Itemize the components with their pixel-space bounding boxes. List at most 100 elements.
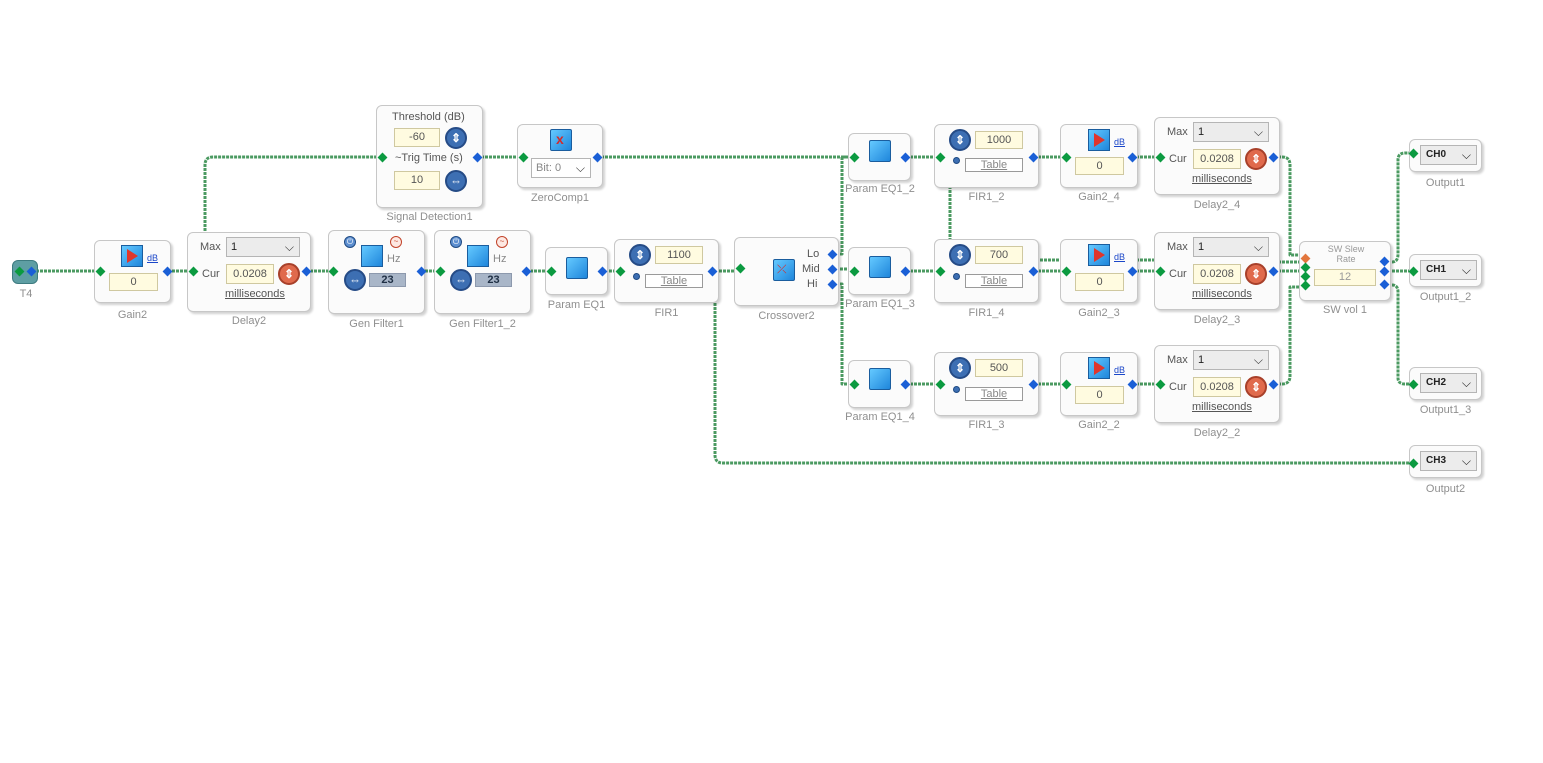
unit-link[interactable]: milliseconds (1192, 173, 1252, 185)
channel-dropdown[interactable]: CH2 ⌵ (1420, 373, 1477, 393)
fir-taps-value[interactable]: 700 (975, 246, 1023, 264)
db-unit-link[interactable]: dB (1114, 365, 1126, 375)
param-eq-icon[interactable] (869, 140, 891, 162)
gen-filter1-block[interactable]: ⏻ ~ Hz ⇔ 23 (328, 230, 425, 314)
filter-curve-icon[interactable] (361, 245, 383, 267)
gain2-4-block[interactable]: dB 0 (1060, 124, 1138, 188)
gain-triangle-icon[interactable] (1088, 357, 1110, 379)
gain-value[interactable]: 0 (109, 273, 158, 291)
cur-value[interactable]: 0.0208 (1193, 377, 1241, 397)
fir-table-button[interactable]: Table (965, 387, 1023, 401)
param-eq-icon[interactable] (566, 257, 588, 279)
delay2-2-block[interactable]: Max 1 ⌵ Cur 0.0208 ⇕ milliseconds (1154, 345, 1280, 423)
channel-dropdown[interactable]: CH0 ⌵ (1420, 145, 1477, 165)
db-unit-link[interactable]: dB (1114, 137, 1126, 147)
threshold-value[interactable]: -60 (394, 128, 440, 147)
gain-value[interactable]: 0 (1075, 157, 1124, 175)
output1-2-block[interactable]: CH1 ⌵ (1409, 254, 1482, 287)
gain-value[interactable]: 0 (1075, 386, 1124, 404)
fir-select-dot-icon[interactable] (953, 157, 960, 164)
unit-link[interactable]: milliseconds (1192, 401, 1252, 413)
gain-triangle-icon[interactable] (1088, 129, 1110, 151)
max-dropdown[interactable]: 1 ⌵ (226, 237, 300, 257)
fir-taps-value[interactable]: 500 (975, 359, 1023, 377)
gain-value[interactable]: 0 (1075, 273, 1124, 291)
wire-delay24-swvol[interactable] (1274, 155, 1306, 257)
channel-dropdown[interactable]: CH3 ⌵ (1420, 451, 1477, 471)
fir-taps-knob-icon[interactable]: ⇕ (629, 244, 651, 266)
max-dropdown[interactable]: 1 ⌵ (1193, 122, 1269, 142)
db-unit-link[interactable]: dB (1114, 252, 1126, 262)
wire-swvol-output1[interactable] (1384, 151, 1413, 264)
delay-knob-icon[interactable]: ⇕ (1245, 263, 1267, 285)
fir-taps-value[interactable]: 1000 (975, 131, 1023, 149)
crossover-icon[interactable]: ⤫ (773, 259, 795, 281)
fir-select-dot-icon[interactable] (953, 273, 960, 280)
wire-branch-signal-detection[interactable] (203, 155, 381, 271)
fir-table-button[interactable]: Table (965, 158, 1023, 172)
delay-knob-icon[interactable]: ⇕ (1245, 148, 1267, 170)
sine-wave-icon[interactable]: ~ (496, 236, 508, 248)
unit-link[interactable]: milliseconds (225, 288, 285, 300)
fir1-3-label: FIR1_3 (968, 419, 1005, 431)
fir-table-button[interactable]: Table (645, 274, 703, 288)
frequency-knob-icon[interactable]: ⇔ (450, 269, 472, 291)
fir1-2-block[interactable]: ⇕ 1000 Table (934, 124, 1039, 188)
frequency-value[interactable]: 23 (475, 273, 512, 287)
fir1-block[interactable]: ⇕ 1100 Table (614, 239, 719, 303)
output1-block[interactable]: CH0 ⌵ (1409, 139, 1482, 172)
delay2-4-block[interactable]: Max 1 ⌵ Cur 0.0208 ⇕ milliseconds (1154, 117, 1280, 195)
unit-link[interactable]: milliseconds (1192, 288, 1252, 300)
fir-table-button[interactable]: Table (965, 274, 1023, 288)
fir-taps-value[interactable]: 1100 (655, 246, 703, 264)
gain2-block[interactable]: dB 0 (94, 240, 171, 303)
gain2-2-block[interactable]: dB 0 (1060, 352, 1138, 416)
slew-rate-value[interactable]: 12 (1314, 269, 1376, 286)
zerocomp1-block[interactable]: x Bit: 0 ⌵ (517, 124, 603, 188)
delay-knob-icon[interactable]: ⇕ (278, 263, 300, 285)
output2-block[interactable]: CH3 ⌵ (1409, 445, 1482, 478)
delay2-3-block[interactable]: Max 1 ⌵ Cur 0.0208 ⇕ milliseconds (1154, 232, 1280, 310)
wire-delay22-swvol[interactable] (1274, 285, 1306, 386)
bit-dropdown[interactable]: Bit: 0 ⌵ (531, 158, 591, 178)
filter-curve-icon[interactable] (467, 245, 489, 267)
sw-vol1-block[interactable]: SW Slew Rate 12 (1299, 241, 1391, 301)
fir-select-dot-icon[interactable] (633, 273, 640, 280)
gain2-3-block[interactable]: dB 0 (1060, 239, 1138, 303)
signal-detection1-label: Signal Detection1 (386, 211, 473, 223)
cur-value[interactable]: 0.0208 (1193, 149, 1241, 169)
gain-triangle-icon[interactable] (121, 245, 143, 267)
wire-fir1-output2[interactable] (713, 271, 1413, 465)
fir-taps-knob-icon[interactable]: ⇕ (949, 129, 971, 151)
threshold-knob-icon[interactable]: ⇕ (445, 127, 467, 149)
gain-triangle-icon[interactable] (1088, 244, 1110, 266)
fir-taps-knob-icon[interactable]: ⇕ (949, 357, 971, 379)
crossover2-block[interactable]: ⤫ Lo Mid Hi (734, 237, 839, 306)
delay2-block[interactable]: Max 1 ⌵ Cur 0.0208 ⇕ milliseconds (187, 232, 311, 312)
max-dropdown[interactable]: 1 ⌵ (1193, 350, 1269, 370)
output1-3-block[interactable]: CH2 ⌵ (1409, 367, 1482, 400)
channel-dropdown[interactable]: CH1 ⌵ (1420, 260, 1477, 280)
power-icon[interactable]: ⏻ (450, 236, 462, 248)
max-dropdown[interactable]: 1 ⌵ (1193, 237, 1269, 257)
power-icon[interactable]: ⏻ (344, 236, 356, 248)
fir-taps-knob-icon[interactable]: ⇕ (949, 244, 971, 266)
param-eq-icon[interactable] (869, 368, 891, 390)
sine-wave-icon[interactable]: ~ (390, 236, 402, 248)
fir-select-dot-icon[interactable] (953, 386, 960, 393)
frequency-value[interactable]: 23 (369, 273, 406, 287)
trig-time-knob-icon[interactable]: ⇔ (445, 170, 467, 192)
fir1-4-block[interactable]: ⇕ 700 Table (934, 239, 1039, 303)
trig-time-value[interactable]: 10 (394, 171, 440, 190)
cur-value[interactable]: 0.0208 (1193, 264, 1241, 284)
signal-detection1-block[interactable]: Threshold (dB) -60 ⇕ ~Trig Time (s) 10 ⇔ (376, 105, 483, 208)
cur-value[interactable]: 0.0208 (226, 264, 274, 284)
delay-knob-icon[interactable]: ⇕ (1245, 376, 1267, 398)
wire-swvol-output13[interactable] (1384, 283, 1413, 386)
frequency-knob-icon[interactable]: ⇔ (344, 269, 366, 291)
zero-comp-icon[interactable]: x (550, 129, 572, 151)
db-unit-link[interactable]: dB (147, 253, 159, 263)
fir1-3-block[interactable]: ⇕ 500 Table (934, 352, 1039, 416)
param-eq-icon[interactable] (869, 256, 891, 278)
gen-filter1-2-block[interactable]: ⏻ ~ Hz ⇔ 23 (434, 230, 531, 314)
